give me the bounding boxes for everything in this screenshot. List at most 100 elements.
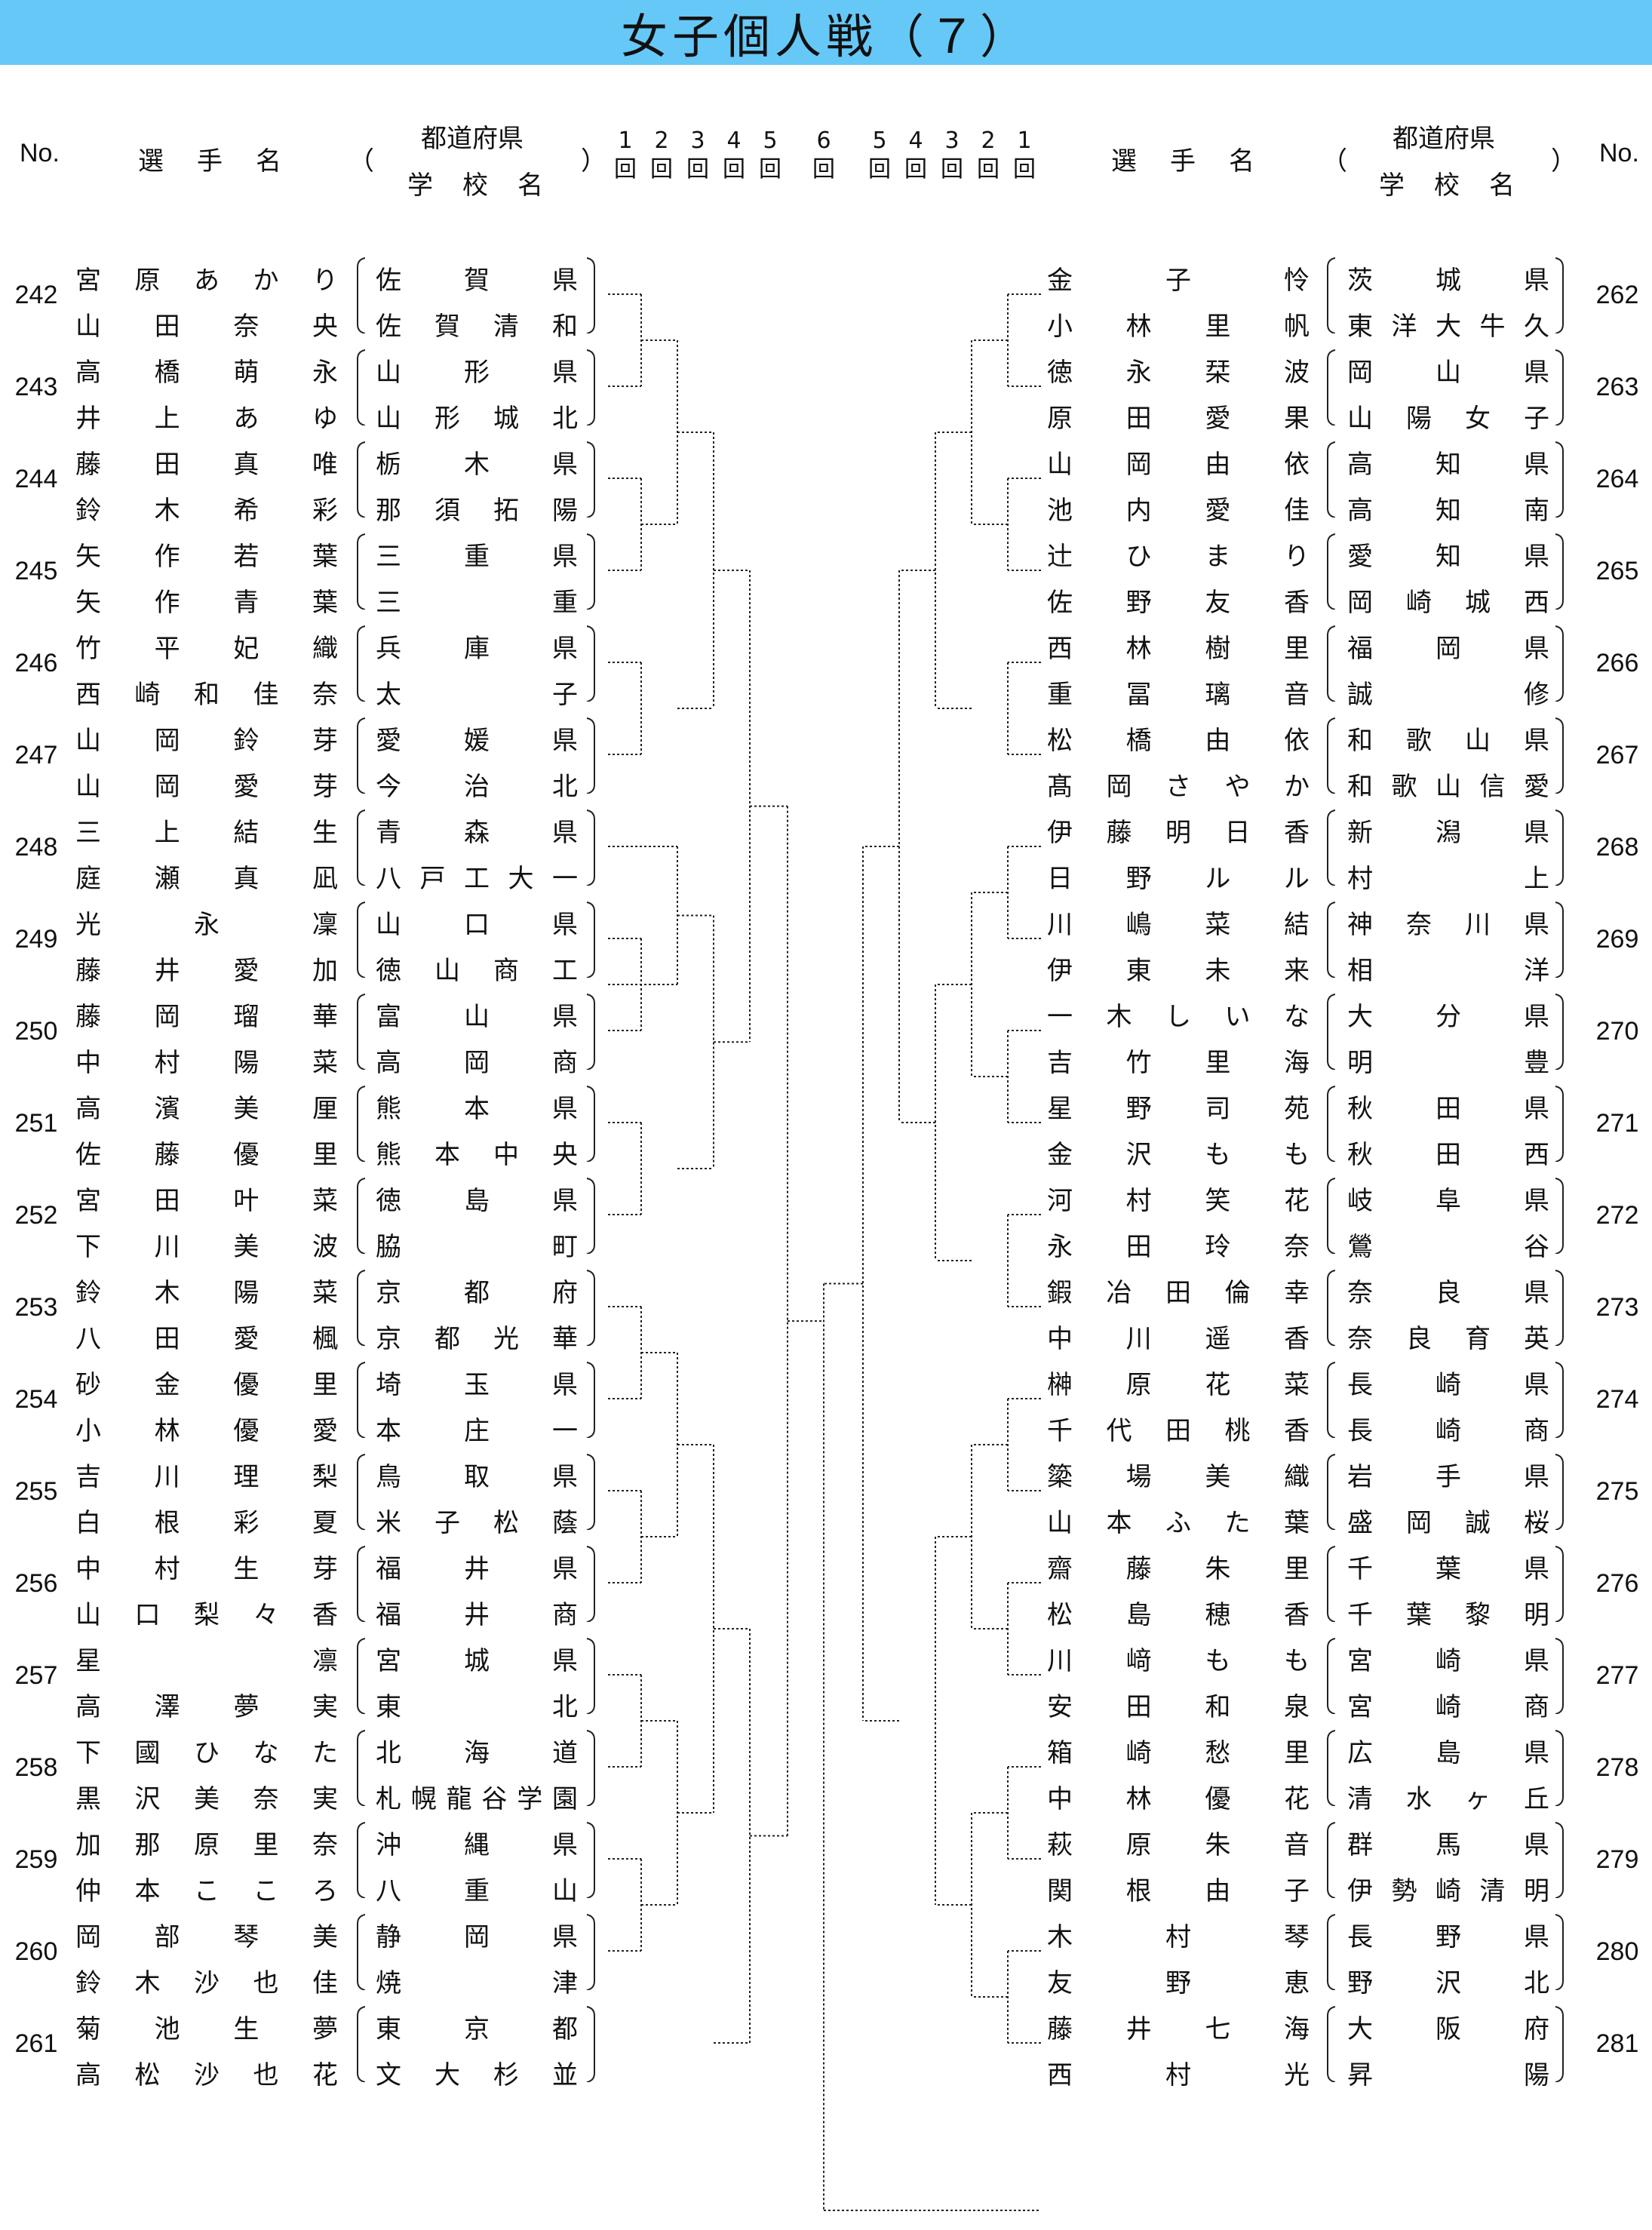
brace-close <box>1555 1914 1564 1990</box>
entry-number: 270 <box>1595 1017 1639 1046</box>
player-name: 山田奈央 <box>75 312 338 342</box>
entry-number: 262 <box>1595 281 1639 309</box>
brace-close <box>586 1546 595 1622</box>
brace-close <box>1555 994 1564 1070</box>
brace-close <box>1555 441 1564 518</box>
brace-close <box>586 441 595 518</box>
prefecture-name: 岐阜県 <box>1347 1186 1549 1216</box>
school-name: 和歌山信愛 <box>1347 772 1549 802</box>
player-name: 安田和泉 <box>1047 1692 1310 1722</box>
prefecture-name: 茨城県 <box>1347 266 1549 296</box>
entry-number: 261 <box>14 2029 58 2058</box>
player-name: 木村琴 <box>1047 1922 1310 1952</box>
entry-number: 251 <box>14 1109 58 1138</box>
player-name: 松島穂香 <box>1047 1600 1310 1630</box>
player-name: 星野司苑 <box>1047 1094 1310 1124</box>
title-banner: 女子個人戦（７） <box>0 0 1652 65</box>
brace-close <box>586 1914 595 1990</box>
player-name: 山本ふた葉 <box>1047 1508 1310 1538</box>
player-name: 鈴木希彩 <box>75 496 338 526</box>
prefecture-name: 広島県 <box>1347 1738 1549 1768</box>
player-name: 藤田真唯 <box>75 450 338 480</box>
entry-number: 278 <box>1595 1753 1639 1782</box>
header-open-paren-left: （ <box>349 146 374 177</box>
brace-close <box>586 1270 595 1346</box>
brace-close <box>586 1178 595 1254</box>
prefecture-name: 福井県 <box>376 1554 578 1584</box>
prefecture-name: 宮崎県 <box>1347 1646 1549 1676</box>
player-name: 下川美波 <box>75 1232 338 1262</box>
brace-close <box>1555 625 1564 702</box>
player-name: 藤井愛加 <box>75 956 338 986</box>
school-name: 伊勢崎清明 <box>1347 1876 1549 1906</box>
school-name: 清水ヶ丘 <box>1347 1784 1549 1814</box>
player-name: 宮田叶菜 <box>75 1186 338 1216</box>
brace-close <box>586 1454 595 1530</box>
header-school-left: 学校名 <box>407 170 543 201</box>
prefecture-name: 鳥取県 <box>376 1462 578 1492</box>
player-name: 箱崎愁里 <box>1047 1738 1310 1768</box>
entry-number: 258 <box>14 1753 58 1782</box>
entry-number: 259 <box>14 1845 58 1874</box>
school-name: 野沢北 <box>1347 1968 1549 1998</box>
school-name: 脇町 <box>376 1232 578 1262</box>
header-no-left: No. <box>20 139 60 167</box>
brace-open <box>1327 2006 1335 2082</box>
brace-close <box>586 1730 595 1806</box>
brace-open <box>357 1362 365 1438</box>
entry-number: 263 <box>1595 373 1639 401</box>
prefecture-name: 熊本県 <box>376 1094 578 1124</box>
prefecture-name: 沖縄県 <box>376 1830 578 1860</box>
brace-close <box>586 257 595 333</box>
entry-number: 275 <box>1595 1477 1639 1506</box>
player-name: 河村笑花 <box>1047 1186 1310 1216</box>
brace-close <box>586 2006 595 2082</box>
player-name: 三上結生 <box>75 818 338 848</box>
prefecture-name: 大分県 <box>1347 1002 1549 1032</box>
brace-close <box>1555 1730 1564 1806</box>
player-name: 藤岡瑠華 <box>75 1002 338 1032</box>
brace-close <box>1555 2006 1564 2082</box>
prefecture-name: 青森県 <box>376 818 578 848</box>
entry-number: 266 <box>1595 649 1639 677</box>
brace-open <box>1327 717 1335 794</box>
entry-number: 272 <box>1595 1201 1639 1230</box>
player-name: 八田愛楓 <box>75 1324 338 1354</box>
school-name: 東洋大牛久 <box>1347 312 1549 342</box>
brace-open <box>1327 1638 1335 1714</box>
player-name: 西崎和佳奈 <box>75 680 338 710</box>
prefecture-name: 山形県 <box>376 358 578 388</box>
player-name: 山岡由依 <box>1047 450 1310 480</box>
header-player-left: 選手名 <box>138 146 281 177</box>
school-name: 昇陽 <box>1347 2060 1549 2090</box>
brace-close <box>1555 533 1564 610</box>
school-name: 盛岡誠桜 <box>1347 1508 1549 1538</box>
brace-close <box>1555 809 1564 886</box>
player-name: 鍜冶田倫幸 <box>1047 1278 1310 1308</box>
school-name: 山形城北 <box>376 404 578 434</box>
brace-open <box>357 809 365 886</box>
player-name: 白根彩夏 <box>75 1508 338 1538</box>
entry-number: 267 <box>1595 741 1639 769</box>
player-name: 中村陽菜 <box>75 1048 338 1078</box>
school-name: 福井商 <box>376 1600 578 1630</box>
player-name: 一木しいな <box>1047 1002 1310 1032</box>
brace-close <box>1555 1454 1564 1530</box>
entry-number: 260 <box>14 1937 58 1966</box>
entry-number: 244 <box>14 465 58 493</box>
prefecture-name: 三重県 <box>376 542 578 572</box>
header-prefecture-left: 都道府県 <box>421 124 524 154</box>
entry-number: 264 <box>1595 465 1639 493</box>
school-name: 文大杉並 <box>376 2060 578 2090</box>
prefecture-name: 岡山県 <box>1347 358 1549 388</box>
player-name: 菊池生夢 <box>75 2014 338 2044</box>
prefecture-name: 岩手県 <box>1347 1462 1549 1492</box>
prefecture-name: 富山県 <box>376 1002 578 1032</box>
school-name: 那須拓陽 <box>376 496 578 526</box>
player-name: 原田愛果 <box>1047 404 1310 434</box>
player-name: 小林里帆 <box>1047 312 1310 342</box>
